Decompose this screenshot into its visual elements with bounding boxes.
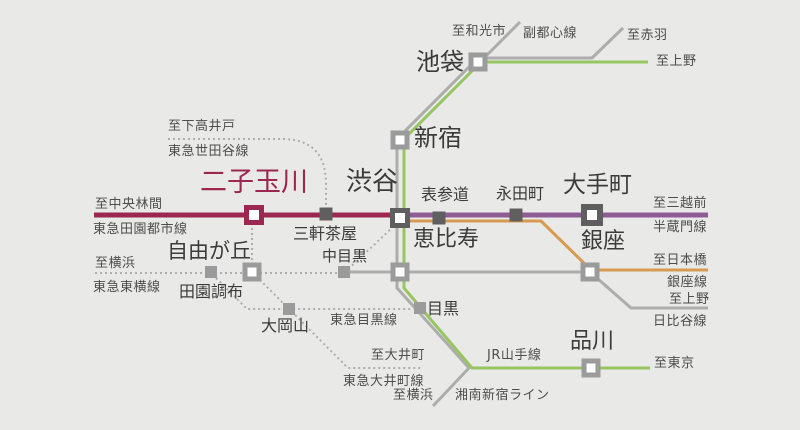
station-label-nakameguro: 中目黒 [322,247,368,265]
dest-label-chuorinkan: 至中央林間 [95,197,163,212]
line-label-fukutoshin: 副都心線 [523,26,578,41]
dest-label-shimotakaido: 至下高井戸 [168,119,236,134]
oimachi-line-path [251,223,423,369]
line-label-dentoshi: 東急田園都市線 [93,222,188,237]
station-marker-meguro [414,302,426,314]
line-label-toyoko: 東急東横線 [93,280,161,295]
dest-label-akabane: 至赤羽 [627,28,668,43]
station-marker-jiyugaoka [242,262,262,282]
station-marker-otemachi [581,204,603,226]
dest-label-nihombashi: 至日本橋 [653,253,708,268]
fukutoshin-line-path [485,20,522,57]
line-label-oimachi: 東急大井町線 [343,374,425,389]
station-marker-denenchofu [205,266,217,278]
station-label-nagatacho: 永田町 [496,184,545,203]
dest-label-mitsukoshimae: 至三越前 [653,196,708,211]
dest-label-wakoshi: 至和光市 [452,24,507,39]
station-label-ebisu: 恵比寿 [413,227,480,252]
meguro-line-path [215,277,412,310]
station-label-meguro: 目黒 [427,299,460,318]
station-label-ookayama: 大岡山 [261,316,310,335]
dest-label-ueno-hibiya: 至上野 [669,292,710,307]
dest-label-ueno-yamanote: 至上野 [656,54,697,69]
dest-label-yokohama-shonan: 至横浜 [393,388,434,403]
station-label-denenchofu: 田園調布 [179,282,244,301]
station-label-futakotamagawa: 二子玉川 [200,167,308,198]
station-label-shinjuku: 新宿 [414,124,462,152]
station-marker-nagatacho [509,208,523,222]
station-marker-omotesando [432,211,446,225]
station-label-shinagawa: 品川 [570,329,615,354]
hibiya-line-path [344,270,708,310]
station-marker-ikebukuro [468,52,488,72]
station-label-ikebukuro: 池袋 [416,48,464,76]
setagaya-line-path [168,138,327,206]
station-marker-ebisu [390,262,410,282]
station-label-shibuya: 渋谷 [346,167,399,197]
station-marker-shinagawa [581,358,601,378]
station-marker-ginza [580,262,600,282]
ginza-line-path [408,219,708,272]
line-label-setagaya: 東急世田谷線 [168,144,250,159]
station-label-sangenjaya: 三軒茶屋 [293,224,358,243]
line-label-shonan: 湘南新宿ライン [455,388,550,403]
station-label-jiyugaoka: 自由が丘 [167,239,251,263]
station-marker-shinjuku [390,130,410,150]
station-label-ginza: 銀座 [581,229,626,254]
station-label-otemachi: 大手町 [563,172,632,198]
station-marker-ookayama [283,303,295,315]
station-label-omotesando: 表参道 [421,185,470,204]
line-label-ginza-line: 銀座線 [667,275,708,290]
line-label-hibiya: 日比谷線 [653,314,708,329]
line-label-yamanote: JR山手線 [487,348,542,363]
station-marker-futakotamagawa [244,205,264,225]
station-marker-nakameguro [338,266,350,278]
dest-label-tokyo: 至東京 [654,356,695,371]
station-marker-sangenjaya [319,207,333,221]
dest-label-oimachi: 至大井町 [371,348,426,363]
line-label-hanzomon: 半蔵門線 [653,220,708,235]
station-marker-shibuya [390,208,410,228]
line-label-meguro-line: 東急目黒線 [330,313,398,328]
dest-label-yokohama-toyoko: 至横浜 [95,256,136,271]
